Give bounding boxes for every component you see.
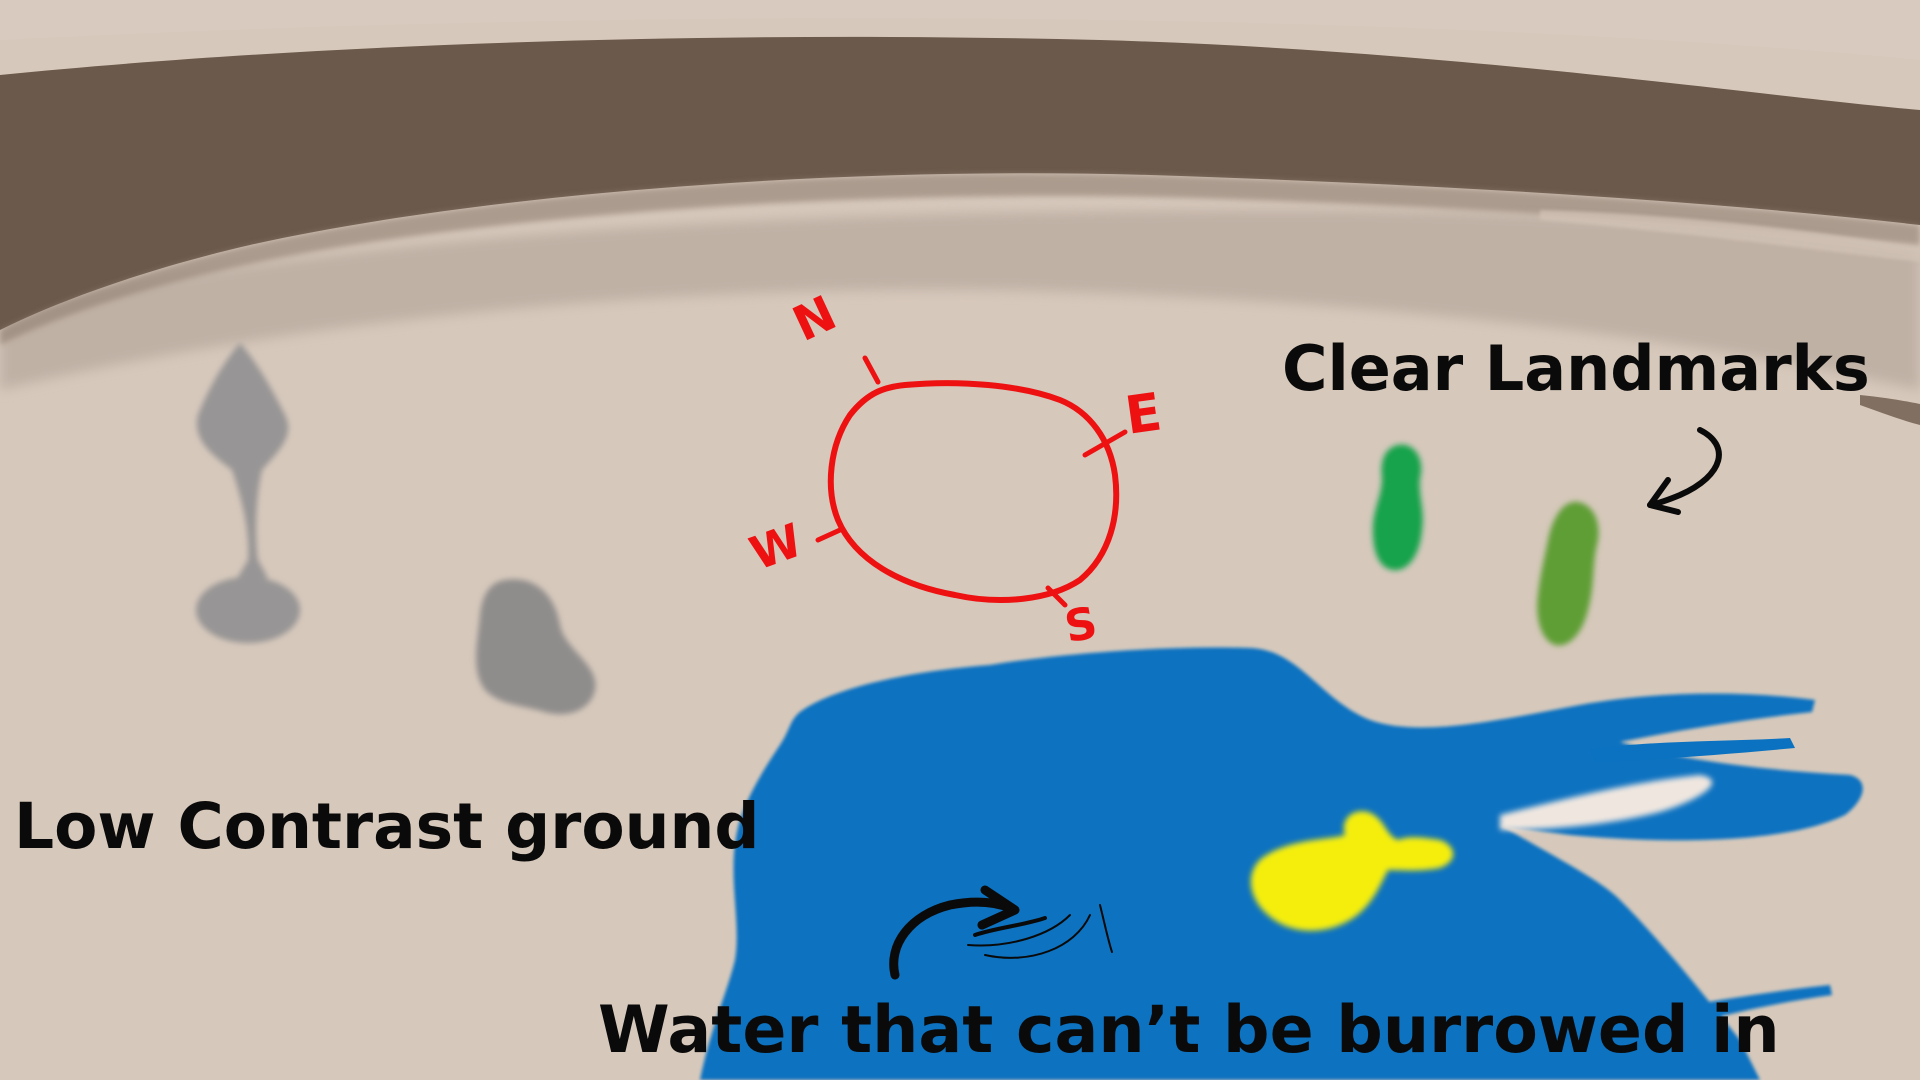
- clear-landmarks-label: Clear Landmarks: [1282, 332, 1870, 405]
- water-ripple-strokes: [967, 904, 1113, 959]
- water-arrow: [889, 885, 1020, 980]
- cliff-wall: [0, 36, 1920, 330]
- yellow-fish: [1250, 811, 1454, 931]
- compass-tick-east: [1082, 429, 1128, 458]
- landmarks-arrow: [1647, 427, 1722, 515]
- compass-tick-west: [815, 527, 843, 543]
- low-contrast-ground-label: Low Contrast ground: [14, 790, 760, 863]
- cliff-shadow: [0, 173, 1920, 345]
- compass-tick-north: [862, 355, 881, 385]
- compass-ring: [827, 380, 1120, 603]
- upper-ground: [0, 0, 1920, 60]
- green-landmark-left: [1372, 444, 1423, 571]
- sandbar: [1500, 775, 1713, 830]
- compass-letter-east: E: [1122, 382, 1166, 446]
- compass-tick-south: [1045, 585, 1068, 608]
- green-landmark-right: [1537, 501, 1599, 646]
- gray-pillar-landmark: [196, 343, 300, 643]
- water-label: Water that can’t be burrowed in: [598, 993, 1780, 1068]
- gray-boulder-landmark: [476, 579, 596, 715]
- far-ground-band: [0, 210, 1920, 390]
- compass-rose: [815, 355, 1128, 608]
